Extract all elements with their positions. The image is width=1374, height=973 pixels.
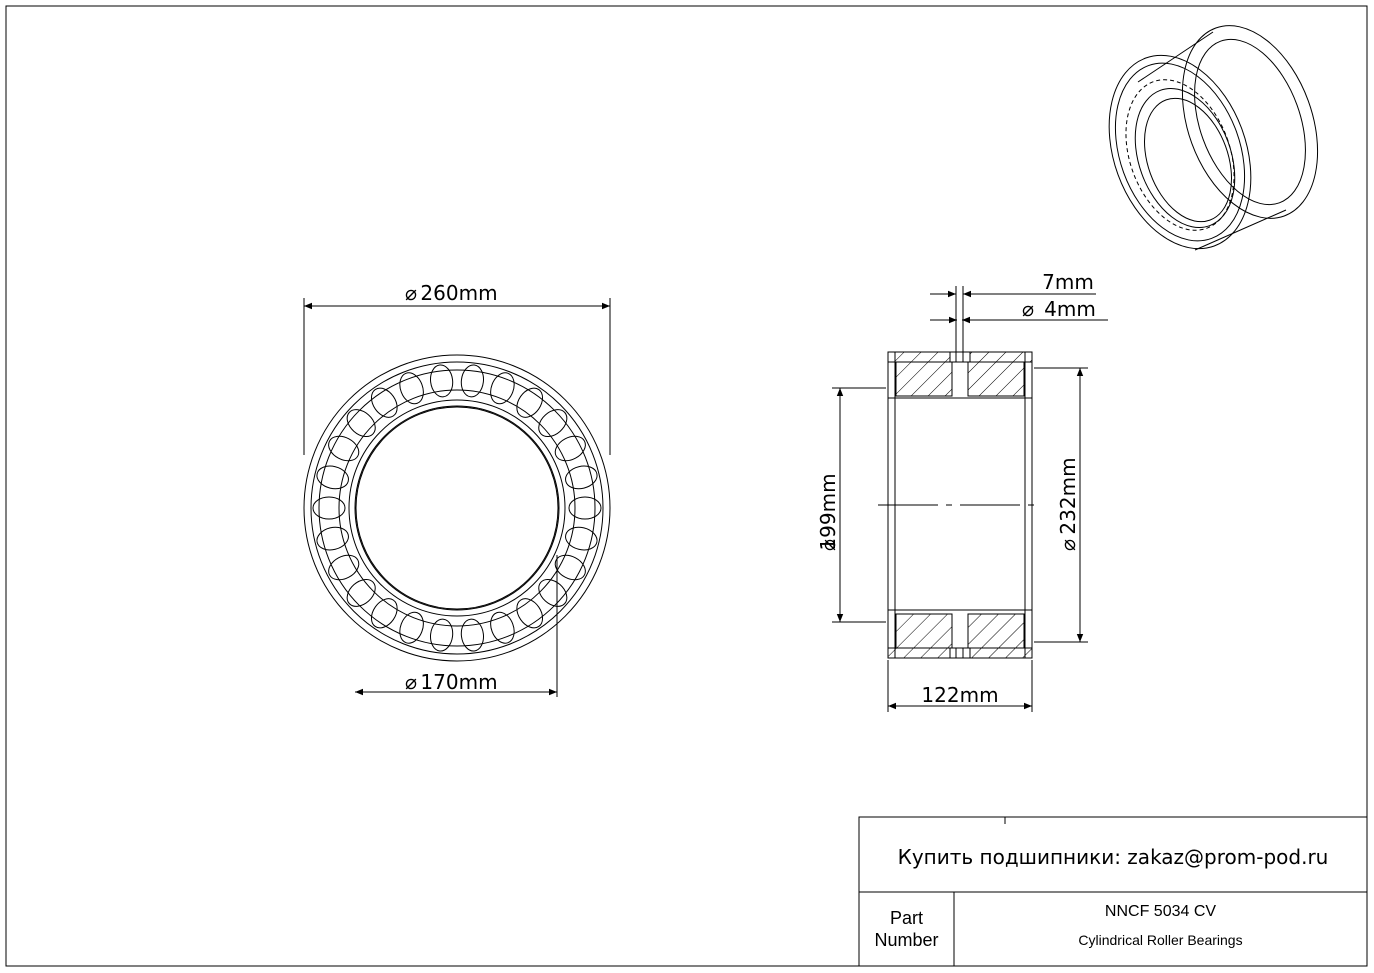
- roller: [430, 364, 454, 398]
- part-label-line1: Part: [889, 908, 923, 928]
- part-number: NNCF 5034 CV: [1104, 903, 1217, 920]
- roller: [316, 465, 349, 490]
- roller: [328, 554, 360, 581]
- roller: [538, 578, 568, 607]
- roller: [554, 435, 586, 462]
- bore-chamfer: [354, 405, 560, 611]
- roller: [430, 618, 454, 652]
- roller: [538, 409, 568, 438]
- roller: [460, 618, 484, 652]
- outer-ring-chamfer: [310, 361, 604, 655]
- section-view: [878, 286, 1040, 659]
- roller: [399, 611, 424, 644]
- bore-diameter-symbol: ⌀: [405, 670, 417, 694]
- roller: [312, 496, 346, 520]
- sheet-border: [5, 5, 1368, 967]
- roller: [328, 435, 360, 462]
- inner-ring-shoulder: [348, 399, 566, 617]
- outer-ring-outer-edge: [303, 354, 611, 662]
- lube-hole-diameter-symbol: ⌀: [1022, 297, 1034, 321]
- contact-text: Купить подшипники: zakaz@prom-pod.ru: [897, 845, 1329, 869]
- lube-hole-diameter-dim: 4mm: [1044, 297, 1096, 321]
- section-dimensions: [832, 290, 1108, 712]
- roller: [370, 598, 398, 629]
- bore-edge: [355, 406, 559, 610]
- roller: [316, 526, 349, 551]
- outer-diameter-dim: 260mm: [420, 281, 497, 305]
- part-label: Part Number: [859, 907, 954, 951]
- title-block: [858, 816, 1368, 967]
- outer-ring-inner-diameter-dim: 232mm: [1056, 457, 1080, 534]
- groove-width-dim: 7mm: [1042, 270, 1094, 294]
- isometric-view: [1108, 25, 1319, 251]
- part-label-line2: Number: [874, 930, 939, 950]
- roller: [490, 611, 515, 644]
- roller: [370, 387, 398, 418]
- front-dimensions: [303, 298, 611, 697]
- inner-ring-diameter-symbol: ⌀: [816, 539, 840, 551]
- roller: [516, 598, 544, 629]
- roller: [346, 409, 376, 438]
- roller: [554, 554, 586, 581]
- width-dim: 122mm: [921, 683, 998, 707]
- roller: [565, 526, 598, 551]
- front-view: [303, 354, 611, 662]
- roller: [399, 372, 424, 405]
- bore-diameter-dim: 170mm: [420, 670, 497, 694]
- roller: [516, 387, 544, 418]
- outer-ring-inner-edge: [318, 369, 596, 647]
- part-description: Cylindrical Roller Bearings: [1078, 932, 1243, 948]
- roller: [490, 372, 515, 405]
- inner-ring-outer-edge: [338, 389, 576, 627]
- roller: [565, 465, 598, 490]
- roller: [346, 578, 376, 607]
- roller: [568, 496, 602, 520]
- roller: [460, 364, 484, 398]
- inner-ring-diameter-dim: 199mm: [816, 473, 840, 550]
- outer-ring-inner-diameter-symbol: ⌀: [1056, 539, 1080, 551]
- outer-diameter-symbol: ⌀: [405, 281, 417, 305]
